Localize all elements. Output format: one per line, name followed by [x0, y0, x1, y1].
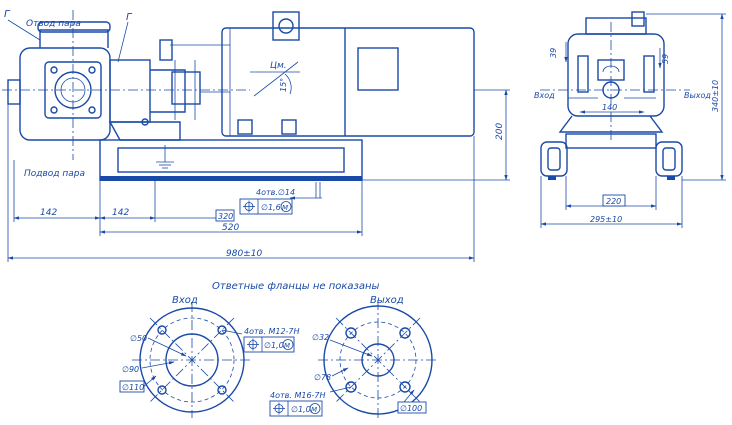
dim-200: 200: [495, 123, 505, 140]
inlet-tol-m: М: [284, 342, 290, 350]
dim-980: 980±10: [226, 249, 262, 259]
coupling-bracket: [108, 39, 230, 141]
callout-steam-out: Отвод пара: [26, 19, 81, 29]
side-dim-340: 340±10: [711, 80, 720, 112]
front-view: Г Отвод пара Г Подвод пара Цм. 15° 142 1…: [2, 9, 510, 262]
pump-housing: [2, 10, 250, 160]
base-frame: [99, 118, 363, 181]
inlet-d90: ∅90: [122, 365, 139, 374]
side-label-inlet: Вход: [534, 91, 555, 100]
dim-520: 520: [222, 223, 239, 233]
outlet-d32: ∅32: [312, 333, 329, 342]
outlet-tol-m: М: [311, 406, 317, 414]
side-dim-220: 220: [606, 197, 621, 206]
flange-inlet: ∅50 ∅90 ∅110 4отв. М12-7Н ∅1,0 М: [119, 302, 300, 418]
flange-outlet: ∅32 ∅78 ∅100 4отв. М16-7Н ∅1,0 М: [269, 300, 438, 418]
front-dimensions: 142 142 320 520 980±10 200 4отв.∅14 ∅1,6: [7, 89, 510, 262]
tol-main-m: М: [282, 204, 288, 212]
callout-g-top: Г: [4, 9, 11, 20]
inlet-holes: 4отв. М12-7Н: [244, 327, 300, 336]
side-dim-59: 59: [661, 54, 670, 64]
flange-inlet-title: Вход: [172, 295, 198, 306]
inlet-d50: ∅50: [130, 334, 147, 343]
outlet-holes: 4отв. М16-7Н: [270, 391, 326, 400]
callout-shaft: Цм.: [270, 61, 287, 71]
flanges-note: Ответные фланцы не показаны: [212, 281, 379, 292]
flange-outlet-title: Выход: [370, 295, 404, 306]
dim-320: 320: [218, 212, 233, 221]
side-dim-295: 295±10: [590, 215, 622, 224]
motor: [221, 11, 475, 137]
dim-142-mid: 142: [112, 208, 129, 218]
callout-steam-in: Подвод пара: [24, 169, 85, 179]
tol-main: ∅1,6: [261, 203, 281, 212]
dim-142-left: 142: [40, 208, 57, 218]
callout-angle: 15°: [279, 78, 288, 92]
side-label-outlet: Выход: [684, 91, 711, 100]
inlet-tol: ∅1,0: [264, 341, 284, 350]
inlet-d110: ∅110: [122, 383, 144, 392]
side-view: 140 39 59 Вход Выход 340±10 220 295±10: [534, 11, 726, 228]
outlet-d78: ∅78: [314, 373, 331, 382]
outlet-d100: ∅100: [400, 404, 422, 413]
side-dim-140: 140: [602, 103, 617, 112]
callouts: Г Отвод пара Г Подвод пара Цм. 15°: [4, 9, 288, 222]
holes-main: 4отв.∅14: [256, 188, 295, 197]
callout-g-mid: Г: [126, 12, 133, 23]
outlet-tol: ∅1,0: [291, 405, 311, 414]
side-dim-39: 39: [549, 48, 558, 58]
